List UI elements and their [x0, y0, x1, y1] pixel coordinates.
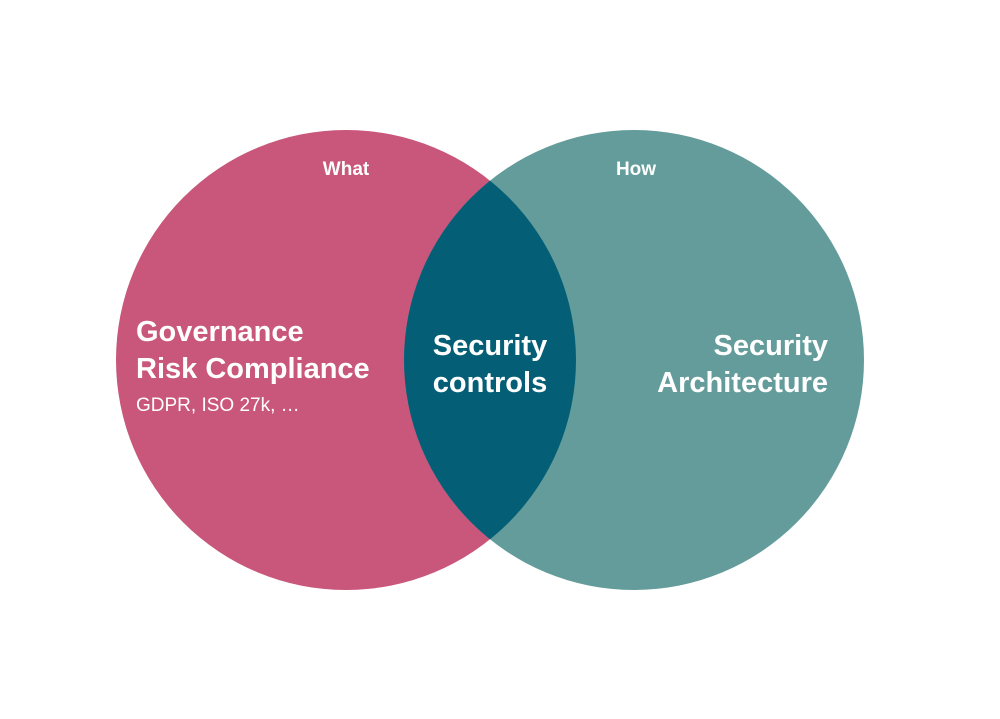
left-title-line2: Risk Compliance — [136, 353, 370, 385]
overlap-title-line1: Security — [433, 330, 547, 362]
left-subtitle: GDPR, ISO 27k, … — [136, 395, 300, 416]
right-heading: How — [616, 159, 656, 180]
overlap-region — [404, 130, 576, 590]
overlap-title-line2: controls — [433, 367, 547, 399]
left-title-line1: Governance — [136, 316, 304, 348]
right-title-line2: Architecture — [657, 367, 828, 399]
right-title-line1: Security — [714, 330, 828, 362]
left-heading: What — [323, 159, 370, 180]
